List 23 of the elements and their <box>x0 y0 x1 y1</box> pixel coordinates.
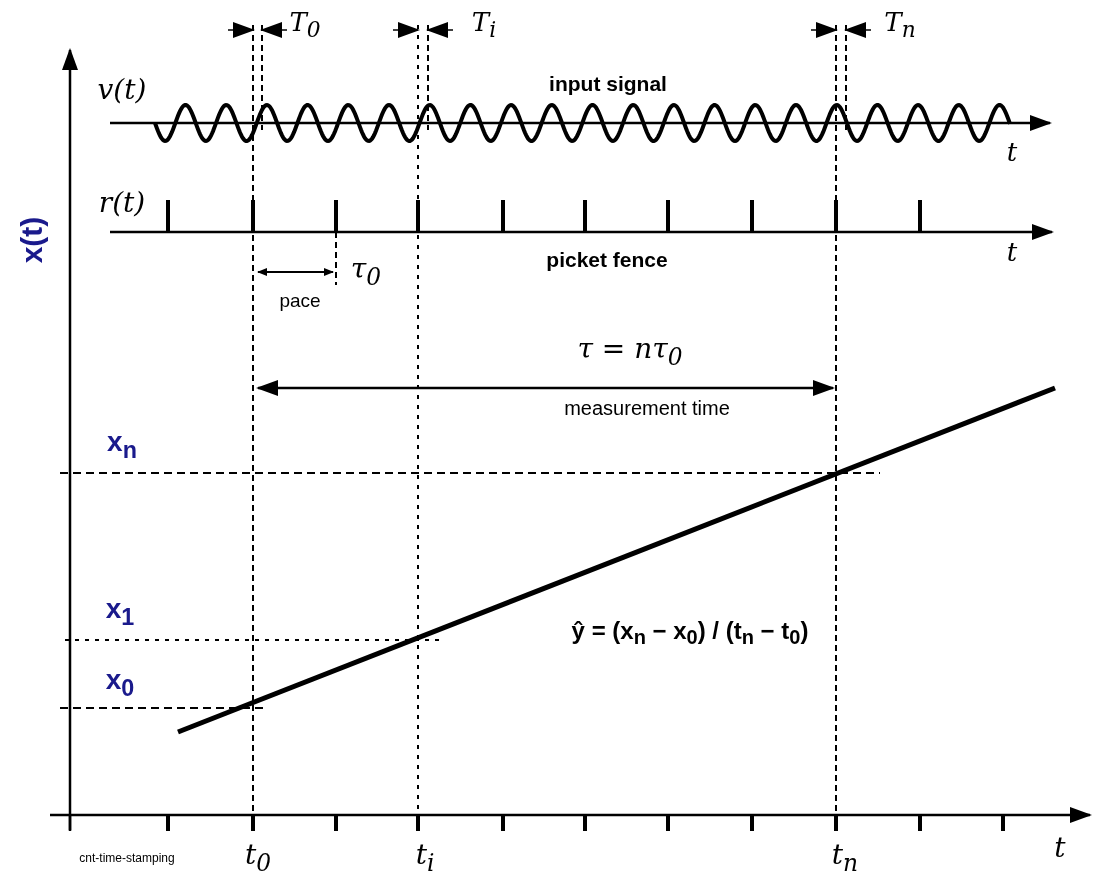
axis-label: t <box>1006 139 1018 165</box>
axis-label: t <box>1054 834 1066 862</box>
math-label: T$_{i}$ <box>471 9 497 41</box>
formula: ŷ = (x$_{n}$ − x$_{0}$) / (t$_{n}$ − t$_{0}$) <box>571 618 809 648</box>
signal-name: picket fence <box>546 248 668 270</box>
signal-label: v(t) <box>97 76 147 104</box>
math-label: T$_{0}$ <box>289 9 321 41</box>
math-label: τ$_{0}$ <box>350 255 382 289</box>
file-name: cnt-time-stamping <box>79 852 175 864</box>
math-label: T$_{n}$ <box>884 9 916 41</box>
axis-label: t <box>1006 239 1018 265</box>
tick-label: t$_{i}$ <box>415 841 435 875</box>
dimension-label: measurement time <box>564 398 730 418</box>
signal-label: r(t) <box>98 189 146 217</box>
tick-label: t$_{n}$ <box>831 841 859 875</box>
tick-label: t$_{0}$ <box>244 841 272 875</box>
signal-name: input signal <box>549 72 667 94</box>
value-label: x$_{n}$ <box>107 428 137 462</box>
dimension-label: pace <box>279 290 321 310</box>
math-label: τ = nτ$_{0}$ <box>577 335 683 369</box>
axis-label: x(t) <box>17 216 47 264</box>
value-label: x$_{1}$ <box>105 595 135 629</box>
value-label: x$_{0}$ <box>105 666 135 700</box>
